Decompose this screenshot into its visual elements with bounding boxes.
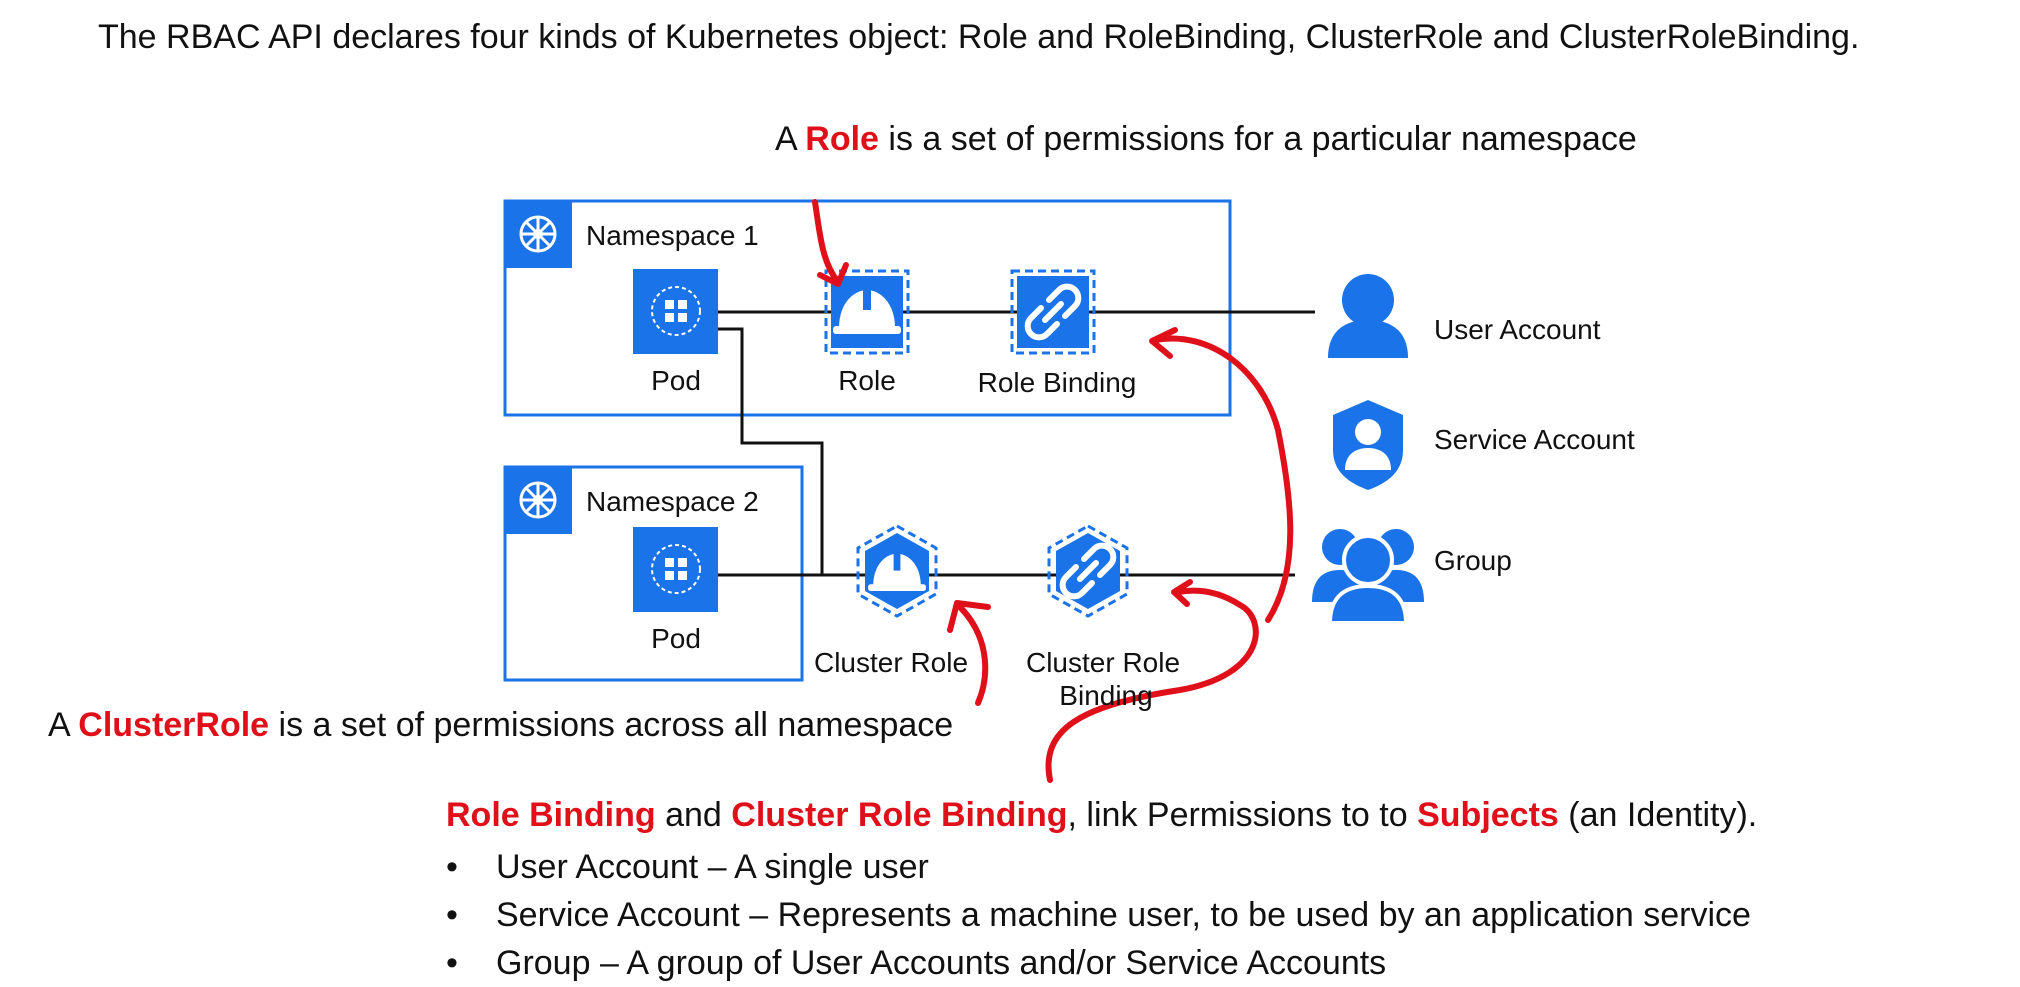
- cluster-role-binding-label-line2: Binding: [1059, 680, 1153, 711]
- list-item: Service Account – Represents a machine u…: [446, 891, 1751, 939]
- binding-text: and: [665, 796, 722, 834]
- cluster-role-binding-icon: [1047, 524, 1129, 618]
- arrow-to-role-binding: [1152, 335, 1294, 623]
- pod-icon: [633, 527, 718, 612]
- arrow-to-cluster-role-head: [947, 600, 991, 633]
- subject-list: User Account – A single user Service Acc…: [446, 843, 1751, 987]
- clusterrole-caption-highlight: ClusterRole: [78, 706, 270, 744]
- kubernetes-icon: [505, 201, 572, 268]
- arrow-to-cluster-role: [957, 604, 989, 706]
- arrow-to-role-head: [817, 262, 849, 287]
- user-account-label: User Account: [1434, 314, 1601, 345]
- annotation-arrows: [812, 199, 1294, 783]
- clusterrole-caption-suffix: is a set of permissions across all names…: [278, 706, 954, 744]
- namespace-1-box: [503, 199, 1232, 417]
- binding-term-cluster-role-binding: Cluster Role Binding: [731, 796, 1068, 834]
- binding-explanation: Role Binding and Cluster Role Binding, l…: [446, 796, 1757, 835]
- list-item: User Account – A single user: [446, 843, 1751, 891]
- arrow-to-role: [812, 199, 841, 285]
- role-label: Role: [838, 365, 896, 396]
- pod-icon: [633, 269, 718, 354]
- role-caption: A Role is a set of permissions for a par…: [775, 120, 1637, 159]
- kubernetes-icon: [505, 467, 572, 534]
- cluster-role-icon: [856, 524, 938, 618]
- role-binding-icon: [1010, 269, 1096, 355]
- group-icon: [1312, 529, 1424, 625]
- arrow-to-cluster-role-binding: [1045, 587, 1259, 783]
- arrow-to-cluster-role-binding-head: [1171, 579, 1193, 607]
- role-icon: [824, 269, 910, 355]
- binding-term-role-binding: Role Binding: [446, 796, 656, 834]
- namespace-2-label: Namespace 2: [586, 486, 759, 517]
- clusterrole-caption-prefix: A: [48, 706, 69, 744]
- service-account-label: Service Account: [1434, 424, 1635, 455]
- page-title: The RBAC API declares four kinds of Kube…: [98, 18, 1860, 56]
- connection-lines: [718, 310, 1315, 577]
- cluster-role-label: Cluster Role: [813, 647, 969, 678]
- namespace-1-label: Namespace 1: [586, 220, 759, 251]
- user-account-icon: [1328, 274, 1408, 358]
- pod-label: Pod: [651, 365, 701, 396]
- binding-text: , link Permissions to to: [1067, 796, 1408, 834]
- service-account-icon: [1333, 400, 1403, 490]
- role-caption-prefix: A: [775, 120, 796, 158]
- role-caption-suffix: is a set of permissions for a particular…: [888, 120, 1637, 158]
- group-label: Group: [1434, 545, 1512, 576]
- cluster-role-binding-label: Cluster Role: [1025, 647, 1181, 678]
- role-caption-highlight: Role: [805, 120, 879, 158]
- clusterrole-caption: A ClusterRole is a set of permissions ac…: [48, 706, 953, 745]
- role-binding-label: Role Binding: [977, 367, 1137, 398]
- binding-term-subjects: Subjects: [1417, 796, 1559, 834]
- list-item: Group – A group of User Accounts and/or …: [446, 939, 1751, 987]
- arrow-to-role-binding-head: [1149, 327, 1178, 359]
- binding-text: (an Identity).: [1568, 796, 1758, 834]
- pod-label: Pod: [651, 623, 701, 654]
